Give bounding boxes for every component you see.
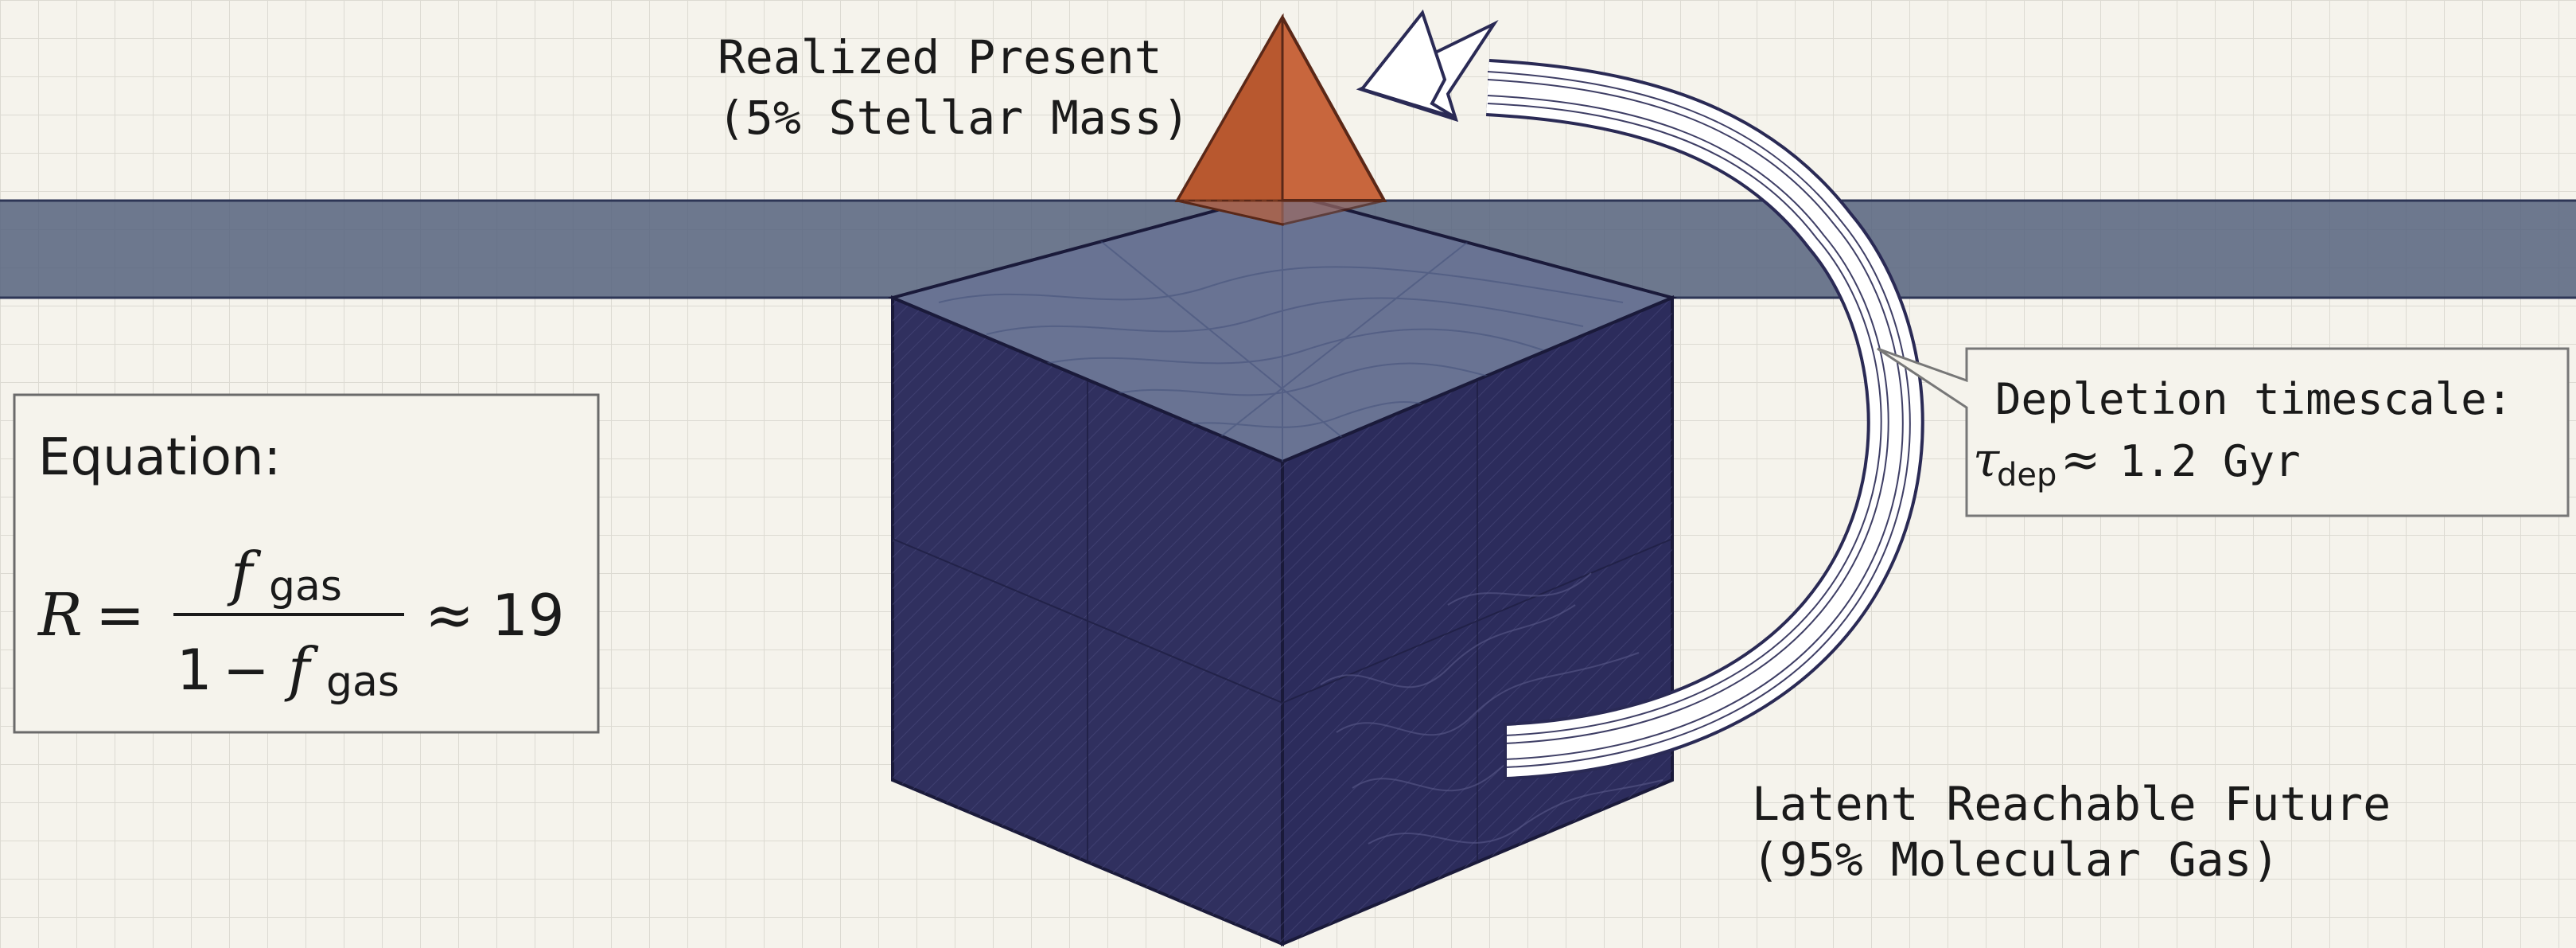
- callout-title: Depletion timescale:: [1995, 374, 2512, 424]
- realized-present-label: Realized Present: [718, 30, 1162, 84]
- equation-equals: =: [95, 581, 145, 650]
- stellar-mass-label: (5% Stellar Mass): [718, 91, 1190, 145]
- latent-future-label: Latent Reachable Future: [1752, 777, 2391, 831]
- equation-title: Equation:: [38, 428, 281, 487]
- molecular-gas-label: (95% Molecular Gas): [1752, 833, 2279, 887]
- equation-result: 19: [492, 582, 565, 649]
- denominator-subscript: gas: [326, 658, 399, 706]
- depletion-callout: Depletion timescale: τ dep ≈ 1.2 Gyr: [1878, 349, 2568, 516]
- numerator-subscript: gas: [269, 563, 342, 611]
- callout-approx: ≈: [2060, 432, 2100, 488]
- callout-symbol: τ: [1973, 432, 2000, 488]
- equation-lhs: R: [37, 581, 83, 650]
- denominator-minus: −: [223, 638, 270, 703]
- equation-box: Equation: R = f gas 1 − f gas ≈ 19: [14, 395, 598, 732]
- denominator-one: 1: [177, 638, 212, 703]
- callout-subscript: dep: [1997, 457, 2057, 494]
- callout-value: 1.2 Gyr: [2119, 436, 2301, 486]
- equation-approx: ≈: [425, 581, 474, 650]
